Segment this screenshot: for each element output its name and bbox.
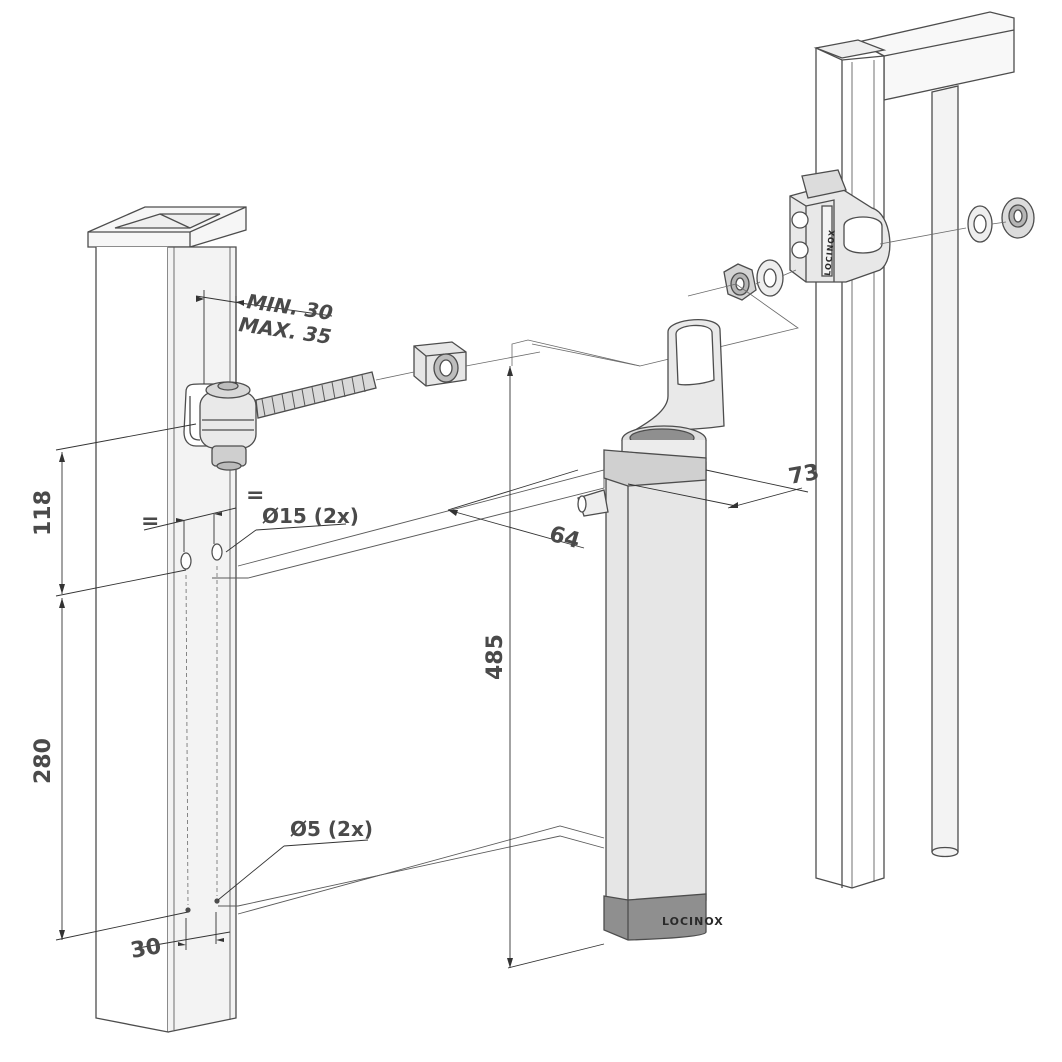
outline-lines	[212, 469, 605, 915]
hinge-bolt	[183, 371, 377, 471]
label-dim-118: 118	[31, 490, 56, 536]
left-post	[87, 206, 247, 1033]
closer-brand-label: LOCINOX	[662, 915, 724, 928]
gate-frame	[813, 11, 1015, 889]
washers-nuts	[723, 197, 1035, 301]
label-equal-right: =	[246, 483, 264, 508]
hole-large-2	[211, 543, 223, 561]
label-hole-small: Ø5 (2x)	[290, 817, 373, 841]
label-dim-73: 73	[787, 460, 822, 490]
post-holes	[180, 543, 223, 913]
gate-bracket	[789, 169, 891, 283]
label-dim-485: 485	[483, 634, 508, 680]
dimension-arrows	[59, 296, 738, 968]
label-hole-large: Ø15 (2x)	[262, 504, 359, 528]
label-dim-30: 30	[129, 934, 164, 964]
square-nut	[413, 341, 467, 387]
label-dim-64: 64	[546, 522, 582, 554]
assembly-axis-lines	[375, 221, 1007, 381]
hole-large-1	[180, 552, 192, 570]
label-equal-left: =	[141, 509, 159, 534]
bolt-thread	[261, 374, 366, 417]
hole-centerlines	[185, 566, 218, 906]
dimension-lines	[55, 290, 809, 969]
gate-closer	[577, 319, 725, 941]
hole-small-1	[185, 907, 191, 913]
label-dim-280: 280	[31, 738, 56, 784]
